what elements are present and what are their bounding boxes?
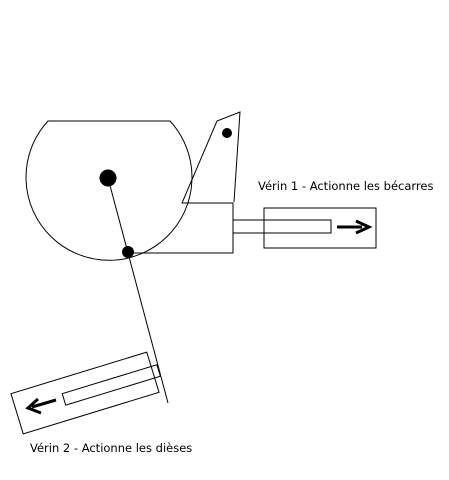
wheel-hub-pivot	[99, 169, 117, 187]
lever-pivot	[222, 128, 232, 138]
arrow-right-icon	[337, 219, 373, 235]
verin-1-label: Vérin 1 - Actionne les bécarres	[258, 179, 434, 193]
verin-2-cylinder	[10, 351, 160, 435]
wheel-outline	[25, 120, 193, 261]
arrow-left-icon	[25, 397, 57, 415]
linkage-rod	[107, 177, 169, 404]
verin-2-label: Vérin 2 - Actionne les dièses	[30, 441, 193, 455]
verin-1-cylinder	[263, 207, 377, 249]
verin-2-rod	[61, 364, 162, 406]
lever-plate	[128, 111, 241, 254]
verin-1-rod	[232, 219, 332, 234]
lower-pivot	[122, 246, 134, 258]
